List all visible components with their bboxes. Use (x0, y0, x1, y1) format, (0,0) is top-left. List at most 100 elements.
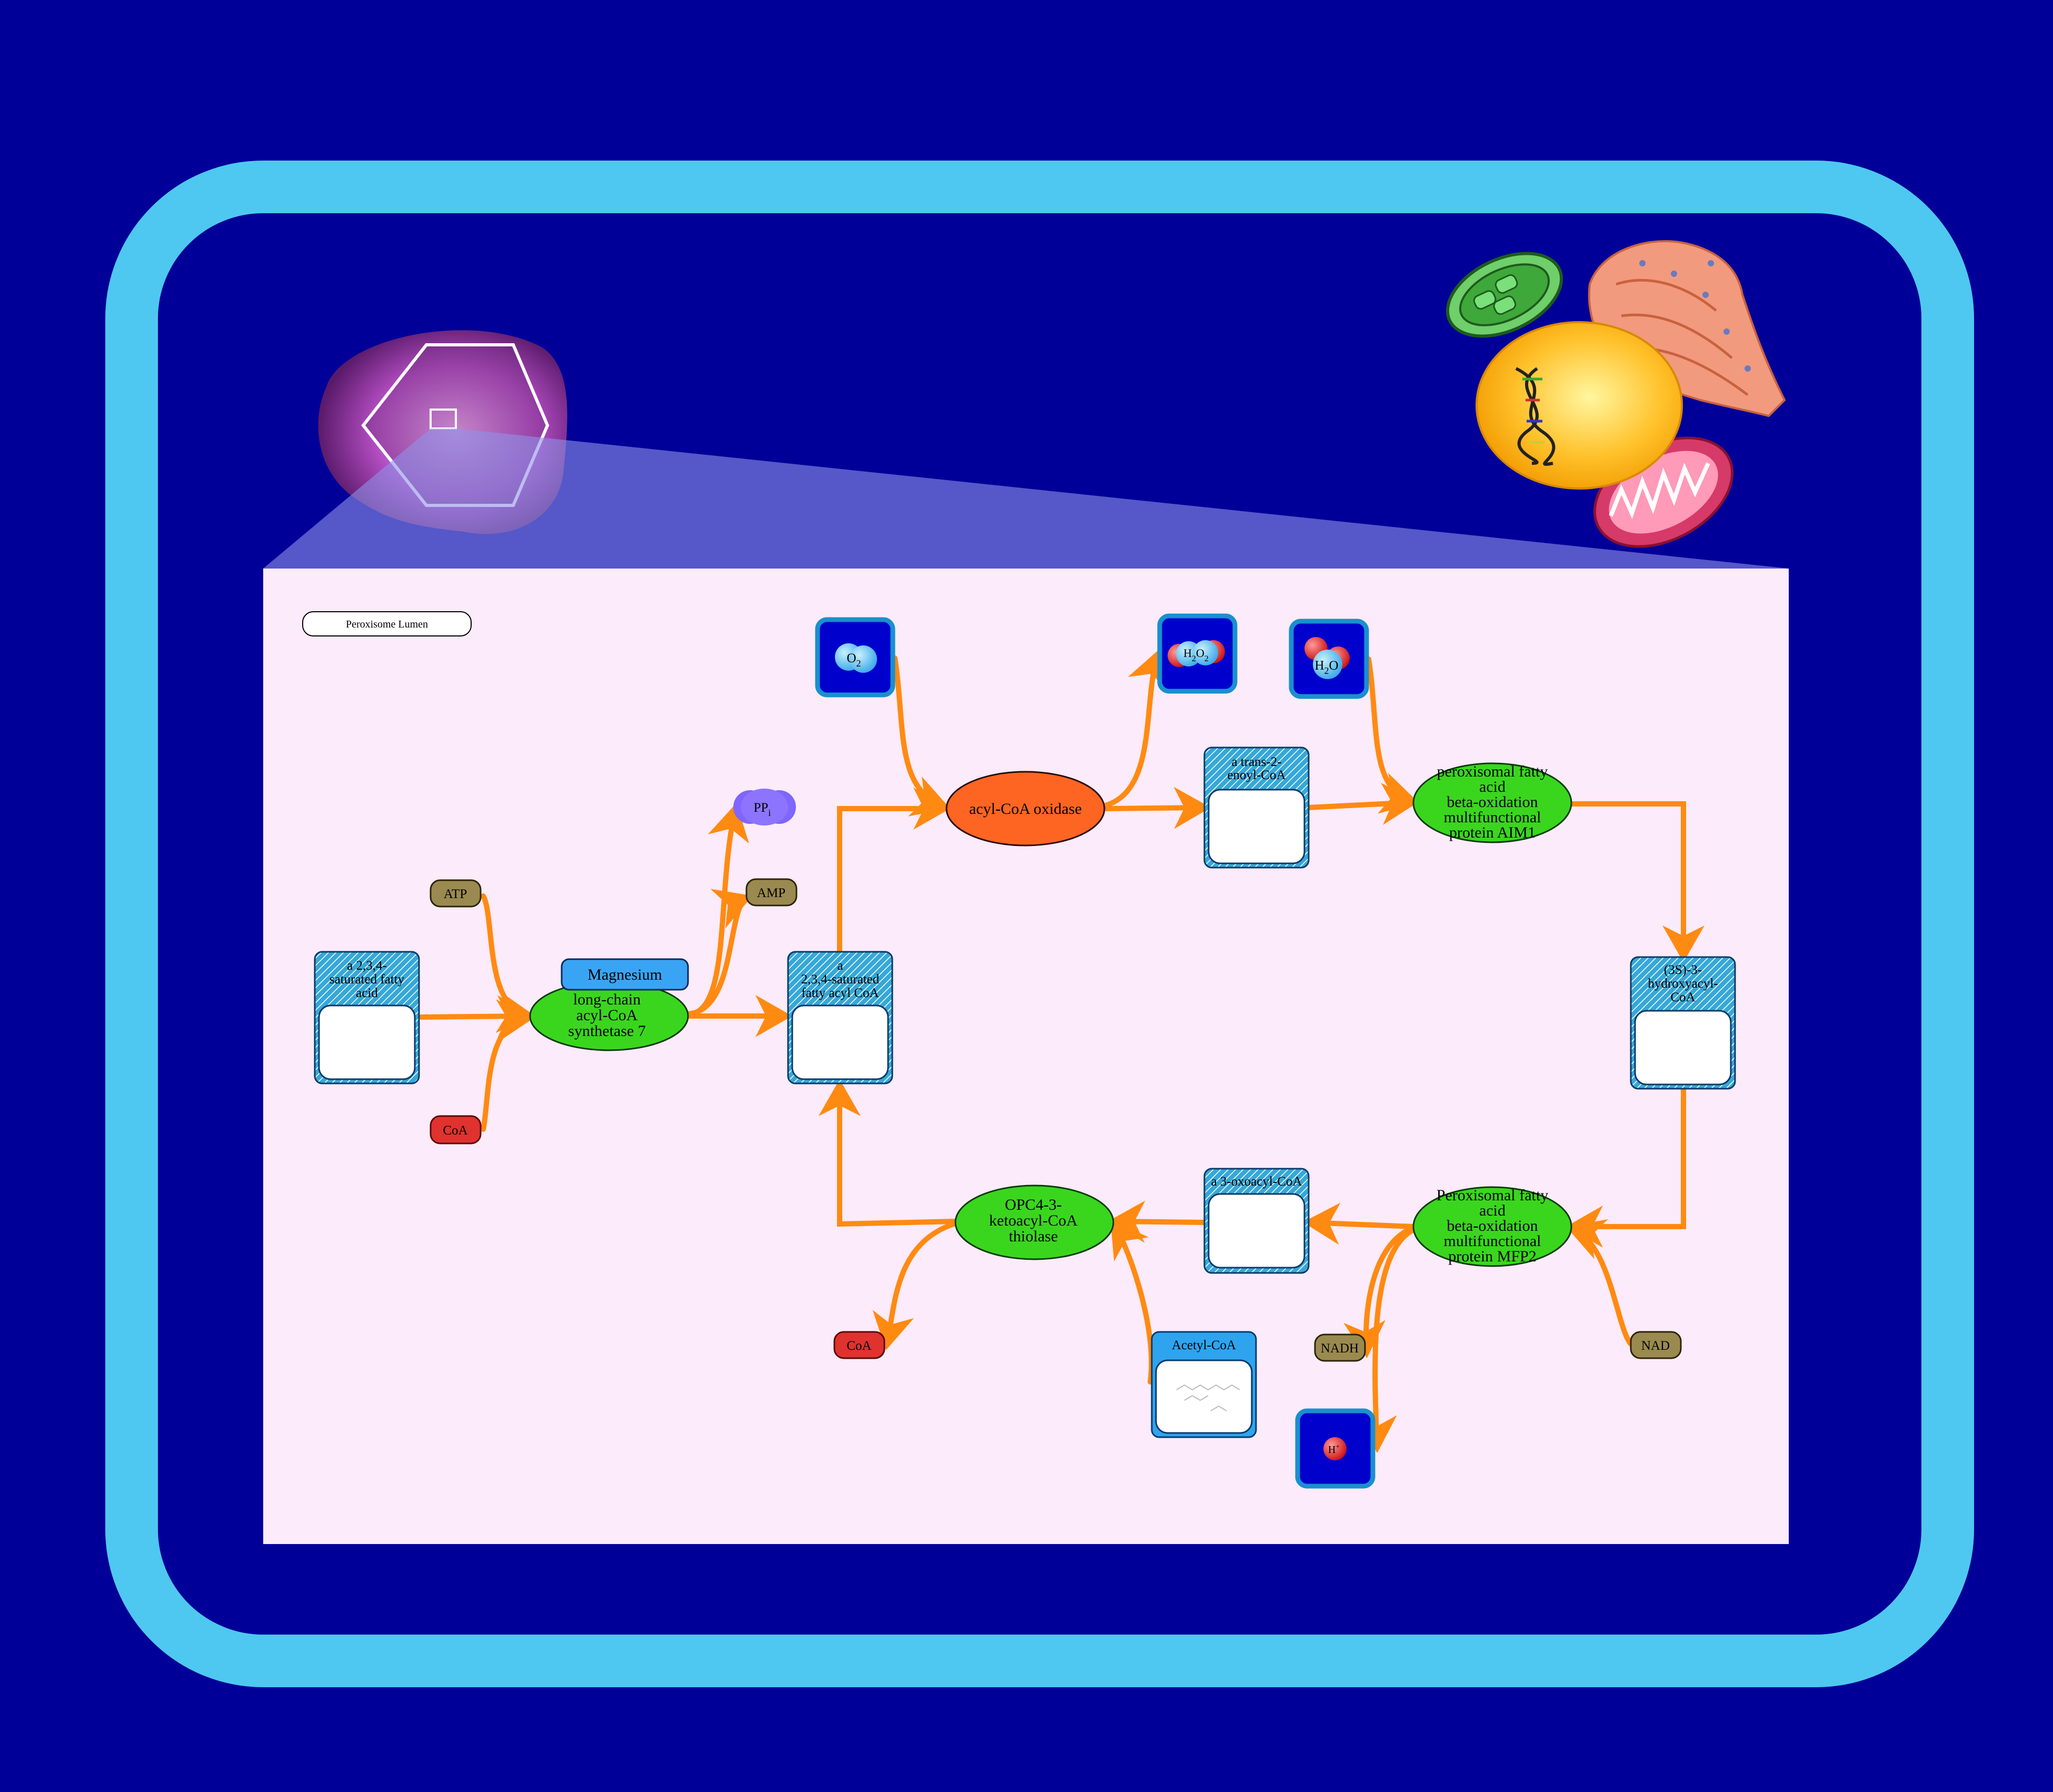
metabolite-label: hydroxyacyl- (1648, 977, 1718, 991)
peroxisome-lumen (263, 569, 1789, 1544)
zoom-wedge (263, 429, 1789, 569)
coa-label: CoA (443, 1123, 467, 1138)
metabolite-label: acid (356, 986, 378, 1000)
arrows (418, 649, 1705, 1453)
nadh-pill[interactable]: NADH (1314, 1333, 1366, 1362)
arrow-acox-to-enoyl (1103, 787, 1211, 829)
amp-pill[interactable]: AMP (745, 878, 798, 907)
ppi-subscript: i (768, 808, 771, 818)
enzyme-label: protein AIM1 (1449, 824, 1536, 841)
o2-molecule[interactable]: O2 (815, 617, 895, 698)
h2o2-label: O (1196, 646, 1204, 660)
arrow-thiolase-to-acylcoa (819, 1079, 958, 1227)
cofactor-magnesium[interactable]: Magnesium (561, 958, 689, 991)
metabolite-hydroxyacyl-coa[interactable]: (3S)-3- hydroxyacyl- CoA (1630, 956, 1736, 1090)
svg-text:O2: O2 (846, 651, 861, 669)
nadh-label: NADH (1321, 1341, 1359, 1356)
metabolite-label: a (837, 959, 843, 973)
metabolite-acetyl-coa[interactable]: Acetyl-CoA (1151, 1331, 1257, 1438)
arrow-thiolase-to-coa (872, 1221, 958, 1350)
amp-label: AMP (757, 886, 785, 900)
enzyme-mfp2[interactable]: Peroxisomal fatty acid beta-oxidation mu… (1412, 1186, 1572, 1267)
nad-label: NAD (1641, 1339, 1670, 1353)
enzyme-label: protein MFP2 (1448, 1248, 1537, 1265)
hplus-superscript: + (1336, 1443, 1340, 1451)
nad-pill[interactable]: NAD (1630, 1331, 1682, 1359)
coa-label: CoA (846, 1339, 871, 1353)
metabolite-trans-enoyl-coa[interactable]: a trans-2- enoyl-CoA (1203, 746, 1310, 869)
enzyme-label: multifunctional (1444, 1232, 1541, 1250)
chloroplast-icon (1446, 252, 1563, 338)
enzyme-label: peroxisomal fatty (1437, 763, 1548, 780)
arrow-acsl-to-amp (685, 889, 753, 1017)
arrow-h2o-to-aim1 (1366, 656, 1419, 814)
enzyme-label: beta-oxidation (1447, 1217, 1538, 1235)
o2-label: O (846, 651, 856, 665)
enzyme-label: thiolase (1009, 1228, 1058, 1245)
arrow-oxoacyl-to-thiolase (1108, 1200, 1205, 1243)
metabolite-label: fatty acyl CoA (801, 986, 879, 1000)
metabolite-label: a trans-2- (1231, 755, 1281, 769)
svg-text:H2O: H2O (1314, 659, 1338, 676)
metabolite-label: CoA (1670, 990, 1695, 1004)
enzyme-thiolase[interactable]: OPC4-3- ketoacyl-CoA thiolase (954, 1184, 1114, 1260)
metabolite-label: enoyl-CoA (1227, 768, 1285, 782)
h2o-label: H (1314, 659, 1324, 673)
metabolite-saturated-fatty-acid[interactable]: a 2,3,4- saturated fatty acid (314, 951, 420, 1084)
dna-icon (1515, 367, 1556, 466)
structure-sketch (1176, 1384, 1240, 1411)
hplus-label: H (1328, 1444, 1336, 1456)
metabolite-label: saturated fatty (330, 972, 405, 987)
svg-text:PPi: PPi (754, 801, 771, 818)
coa-out-pill[interactable]: CoA (833, 1331, 885, 1359)
atp-label: ATP (444, 887, 467, 901)
enzyme-label: OPC4-3- (1005, 1196, 1062, 1213)
metabolite-oxoacyl-coa[interactable]: a 3-oxoacyl-CoA (1203, 1168, 1310, 1274)
h2o2-molecule[interactable]: H2O2 (1157, 613, 1238, 694)
h2o-subscript: 2 (1324, 665, 1329, 676)
atp-pill[interactable]: ATP (430, 879, 482, 908)
enzyme-acyl-coa-oxidase[interactable]: acyl-CoA oxidase (945, 771, 1105, 847)
arrow-acox-to-h2o2 (1103, 649, 1168, 808)
arrow-hydroxy-to-mfp2 (1566, 1086, 1686, 1248)
h2o-molecule[interactable]: H2O (1289, 619, 1369, 699)
enzyme-label: Peroxisomal fatty (1437, 1187, 1548, 1204)
metabolite-label: a 2,3,4- (347, 959, 387, 973)
compartment-label-text: Peroxisome Lumen (346, 619, 428, 630)
enzyme-label: synthetase 7 (568, 1022, 645, 1040)
arrow-mfp2-to-oxoacyl (1303, 1202, 1416, 1245)
h2o2-subscript: 2 (1204, 654, 1209, 663)
hplus-molecule[interactable]: H+ (1295, 1408, 1376, 1489)
metabolite-saturated-acyl-coa[interactable]: a 2,3,4-saturated fatty acyl CoA (787, 951, 893, 1084)
enzyme-label: acid (1479, 778, 1506, 795)
enzyme-label: ketoacyl-CoA (989, 1212, 1078, 1229)
metabolite-label: Acetyl-CoA (1172, 1338, 1236, 1352)
enzyme-label: acid (1479, 1202, 1506, 1219)
enzyme-acsl7[interactable]: long-chain acyl-CoA synthetase 7 (529, 981, 689, 1051)
arrow-mfp2-to-hplus (1354, 1227, 1416, 1453)
enzyme-label: acyl-CoA oxidase (969, 800, 1082, 818)
compartment-label: Peroxisome Lumen (302, 611, 472, 636)
nucleus-icon (1476, 321, 1683, 490)
arrow-mfp2-to-nadh (1343, 1225, 1416, 1358)
metabolite-label: (3S)-3- (1664, 963, 1702, 977)
arrow-nad-to-mfp2 (1566, 1219, 1633, 1347)
arrow-coa-to-acsl (481, 999, 534, 1132)
enzyme-label: beta-oxidation (1447, 793, 1538, 811)
h2o2-label: H (1183, 646, 1192, 660)
svg-text:H+: H+ (1328, 1443, 1340, 1456)
svg-text:H2O2: H2O2 (1183, 646, 1209, 663)
enzyme-label: acyl-CoA (576, 1007, 638, 1024)
metabolite-label: 2,3,4-saturated (801, 972, 880, 987)
arrow-fa-to-acsl (418, 995, 534, 1038)
ppi-molecule[interactable]: PPi (733, 789, 796, 825)
h2o2-subscript: 2 (1192, 654, 1196, 663)
coa-in-pill[interactable]: CoA (430, 1115, 482, 1144)
enzyme-label: multifunctional (1444, 809, 1541, 826)
ppi-label: PP (754, 801, 769, 815)
enzyme-aim1[interactable]: peroxisomal fatty acid beta-oxidation mu… (1412, 762, 1572, 843)
h2o-label: O (1329, 659, 1339, 673)
arrow-o2-to-acox (892, 655, 950, 817)
arrow-aim1-to-hydroxy (1569, 801, 1705, 962)
o2-subscript: 2 (856, 658, 861, 669)
